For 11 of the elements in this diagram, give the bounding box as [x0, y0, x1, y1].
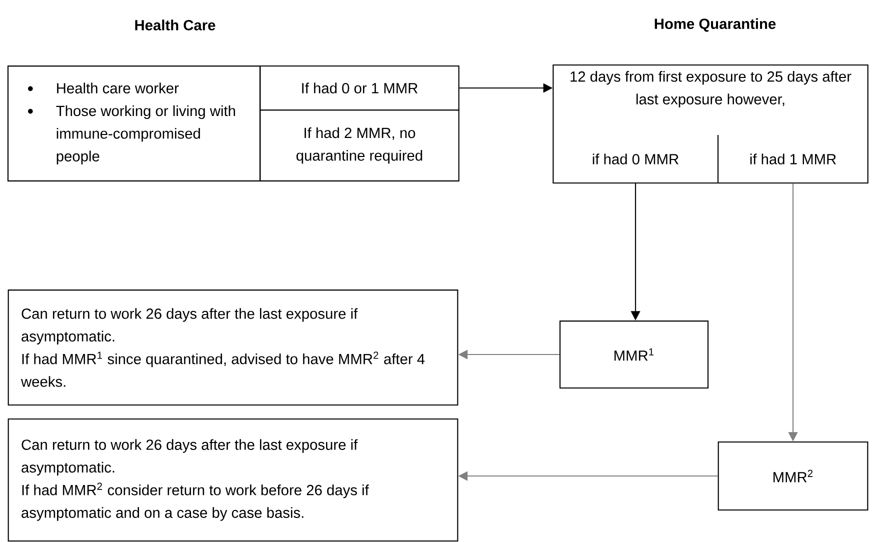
- list-box: Health care worker Those working or living with immune-compromised people: [7, 66, 261, 182]
- process-box: MMR$^{1}$: [559, 320, 709, 388]
- outcome-box: Can return to work 26 days after the last exposure if asymptomatic. If had MMR$^{1}$ since quarantined, advised to have MMR$^{2}$ after 4 weeks.: [8, 290, 458, 406]
- cell-text: if had 1 MMR: [750, 154, 836, 164]
- process-box: If had 2 MMR, no quarantine required: [260, 110, 460, 182]
- outcome-box: Can return to work 26 days after the last exposure if asymptomatic. If had MMR$^{2}$ consider return to work before 26 days if asymptomatic and on a case by case basis.: [8, 418, 458, 542]
- heading: Health Care: [135, 20, 216, 30]
- process-box: If had 0 or 1 MMR: [260, 65, 460, 111]
- process-box: MMR$^{2}$: [718, 441, 868, 511]
- heading: Home Quarantine: [654, 18, 776, 32]
- cell-text: if had 0 MMR: [592, 154, 678, 164]
